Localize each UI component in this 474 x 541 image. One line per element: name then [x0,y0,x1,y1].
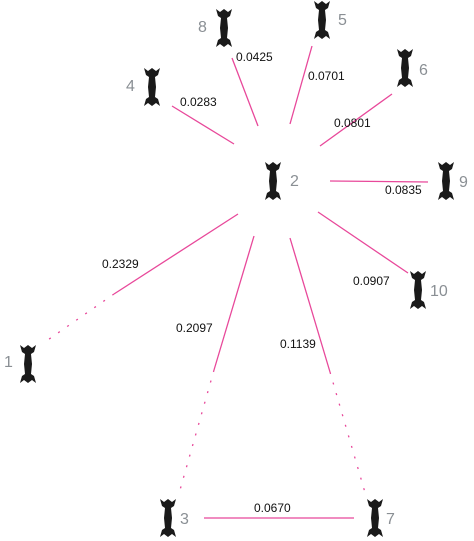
bone-icon [20,345,36,383]
node-label-9: 9 [459,174,468,191]
edge-weight-3-7: 0.0670 [254,501,291,515]
bone-icon [144,68,160,106]
edge-weight-2-1: 0.2329 [102,257,139,271]
edge-weight-2-10: 0.0907 [353,274,390,288]
edge-weight-2-9: 0.0835 [385,183,422,197]
node-8: 8 [198,9,232,47]
edge-weight-2-3: 0.2097 [176,321,213,335]
node-label-10: 10 [430,283,448,300]
node-label-1: 1 [4,354,13,371]
edge-2-4: 0.0283 [171,95,235,145]
node-label-5: 5 [338,12,347,29]
node-label-4: 4 [126,78,135,95]
bone-icon [314,1,330,39]
edge-2-9: 0.0835 [329,180,429,197]
bone-icon [160,499,176,537]
bone-icon [397,49,413,87]
edge-2-6: 0.0801 [319,93,393,147]
node-1: 1 [4,345,36,383]
node-label-2: 2 [290,173,299,190]
node-label-6: 6 [419,62,428,79]
edge-weight-2-8: 0.0425 [236,50,273,64]
node-4: 4 [126,68,160,106]
node-5: 5 [314,1,347,39]
node-label-3: 3 [180,511,189,528]
node-10: 10 [410,271,448,309]
bone-icon [438,162,454,200]
bone-icon [367,499,383,537]
bone-icon [265,162,281,200]
node-3: 3 [160,499,189,537]
node-label-8: 8 [198,19,207,36]
edge-2-1: 0.2329 [41,213,239,345]
edge-2-7: 0.1139 [280,237,367,497]
nodes: 2 8 5 4 6 9 10 1 [4,1,468,537]
edge-weight-2-7: 0.1139 [280,337,316,351]
node-2: 2 [265,162,299,200]
edge-2-8: 0.0425 [231,50,273,127]
edge-2-5: 0.0701 [289,45,345,125]
edge-weight-2-5: 0.0701 [308,69,345,83]
edge-weight-2-4: 0.0283 [180,95,217,109]
edge-2-3: 0.2097 [176,235,255,491]
edges: 0.0425 0.0701 0.0283 0.0801 0.0835 0.090… [41,45,429,519]
node-7: 7 [367,499,395,537]
node-9: 9 [438,162,468,200]
edge-weight-2-6: 0.0801 [334,116,371,130]
bone-icon [410,271,426,309]
edge-2-10: 0.0907 [317,211,409,288]
node-label-7: 7 [386,511,395,528]
bone-icon [216,9,232,47]
node-6: 6 [397,49,428,87]
edge-3-7: 0.0670 [204,501,354,519]
